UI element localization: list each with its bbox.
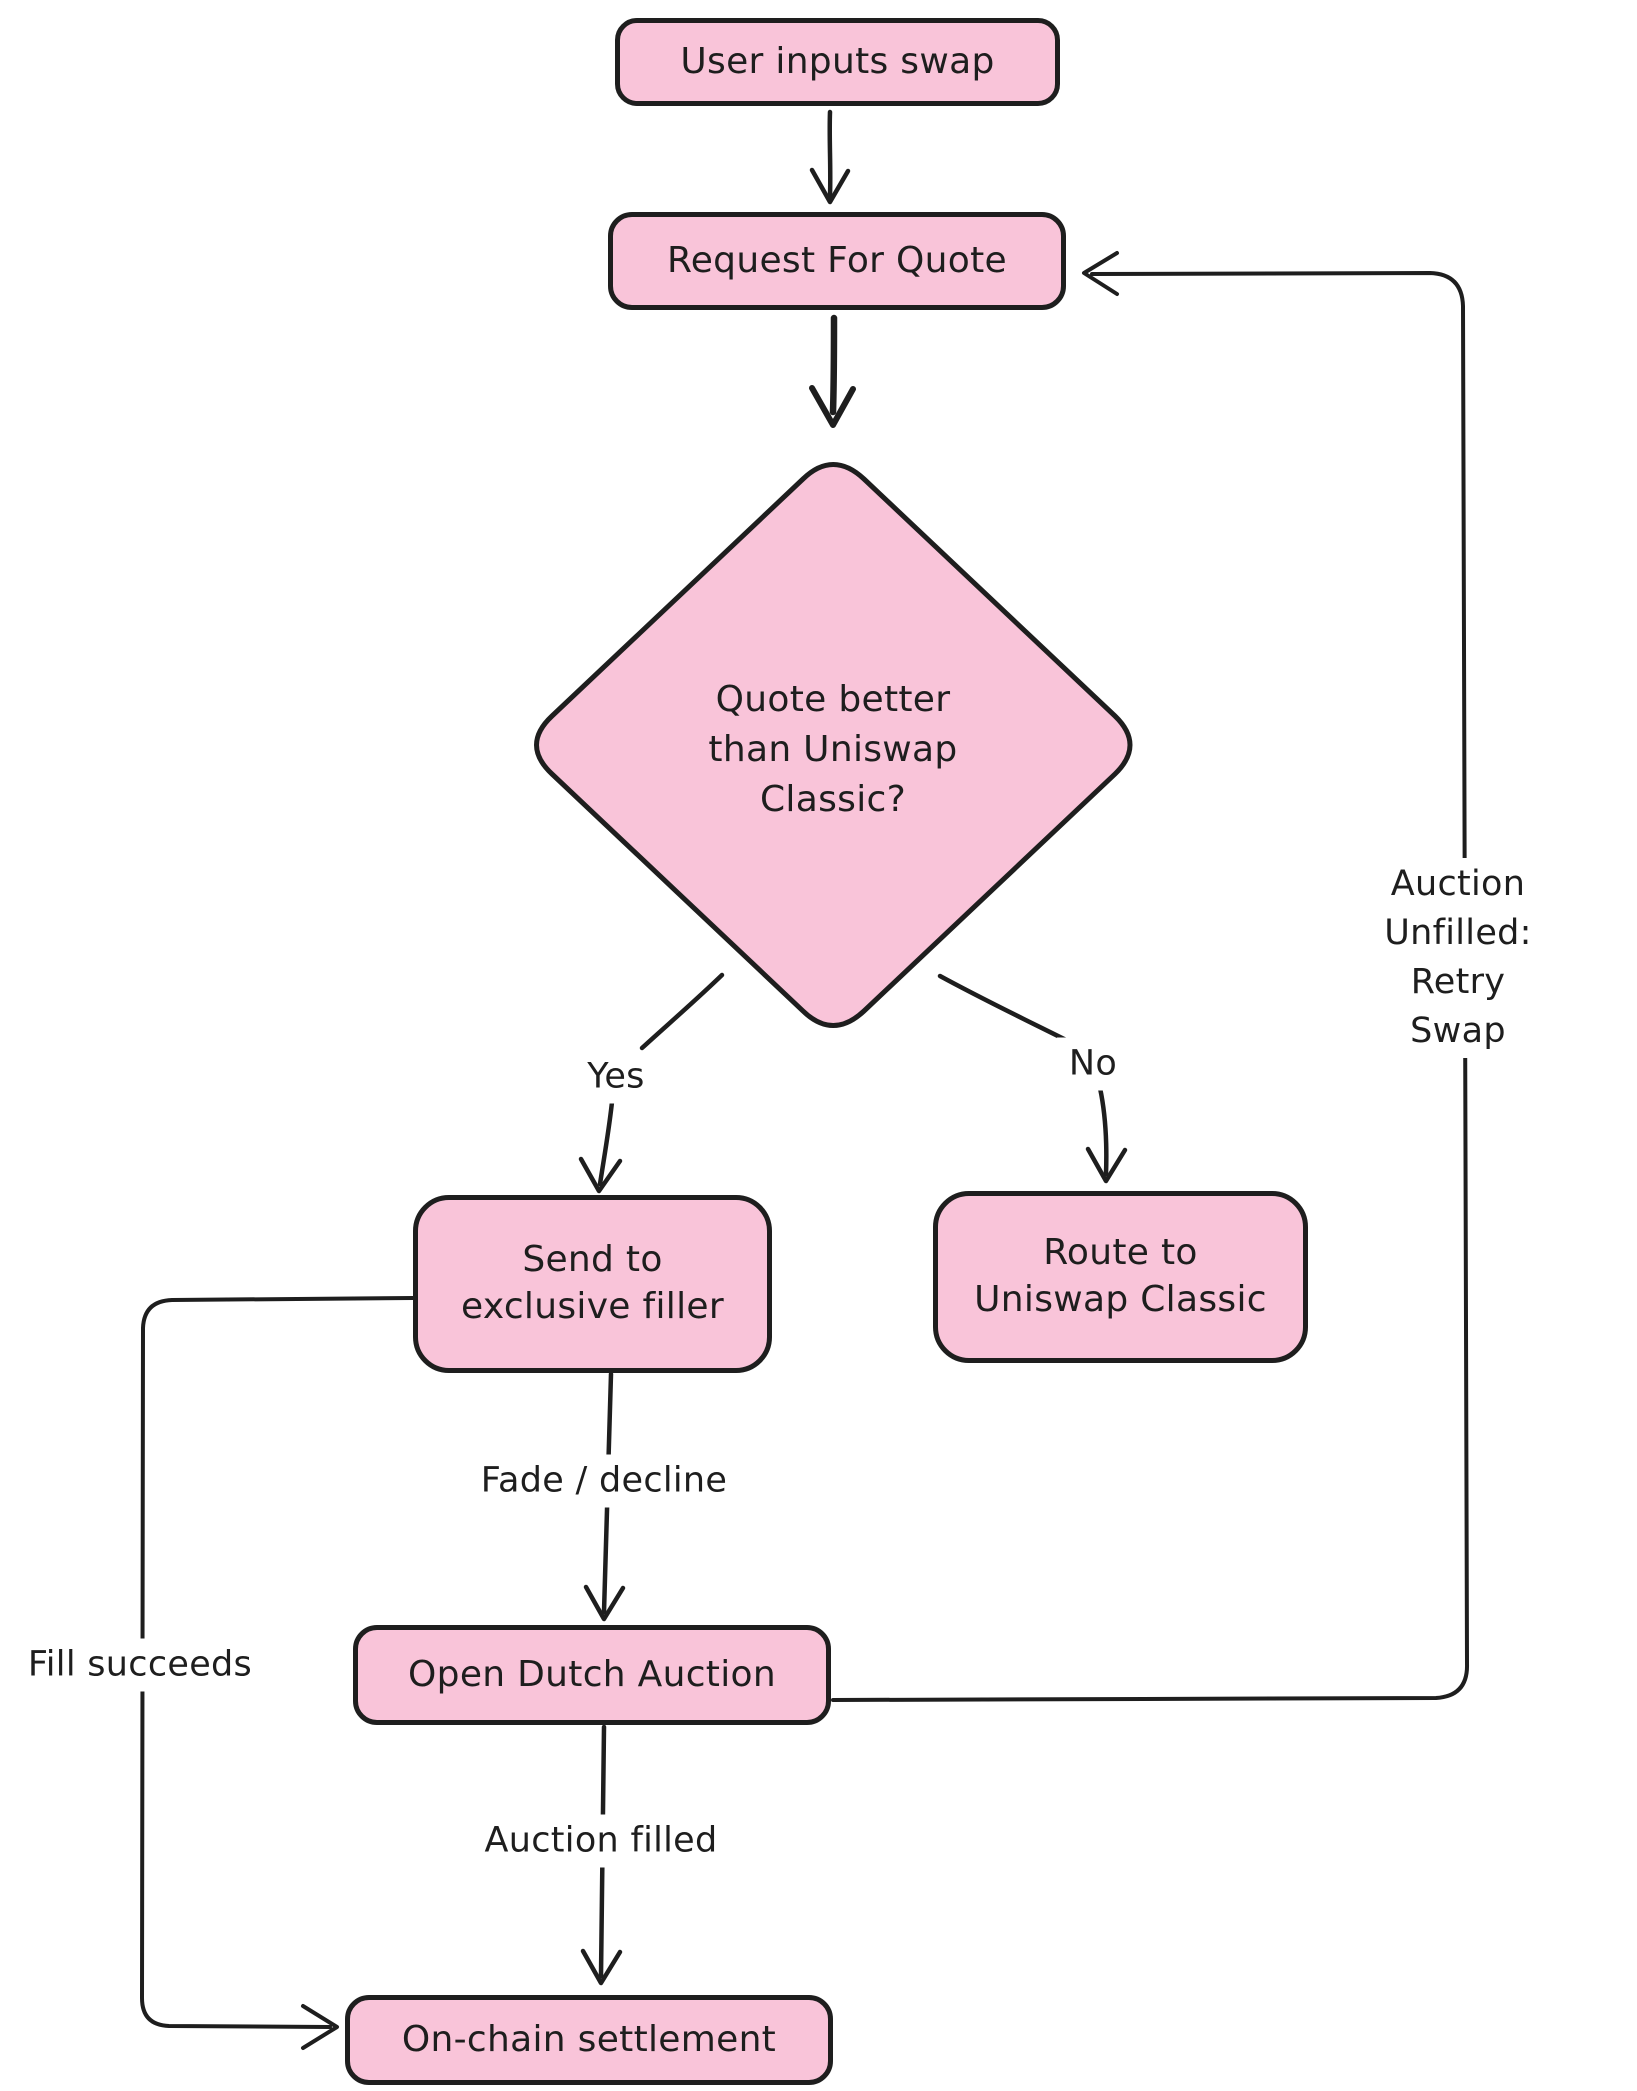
edge-label-fill-succeeds: Fill succeeds [15,1638,265,1692]
node-quote-better-decision: Quote better than Uniswap Classic? [708,679,958,820]
edge-yes-diagonal [639,972,725,1051]
arrow-filler-to-auction-arrowhead [583,1584,626,1622]
node-request-for-quote: Request For Quote [608,212,1066,310]
arrow-user-to-rfq [827,109,833,199]
arrow-rfq-to-decision [829,314,838,416]
node-on-chain-settlement: On-chain settlement [345,1995,833,2085]
node-user-inputs-swap: User inputs swap [615,18,1060,106]
edge-label-auction-filled: Auction filled [472,1814,730,1868]
arrow-no-to-classic [1097,1085,1109,1177]
edge-label-yes: Yes [575,1050,657,1104]
node-route-to-uniswap-classic: Route to Uniswap Classic [933,1191,1308,1363]
edge-fill-succeeds-loop-arrowhead [301,2004,339,2050]
decision-diamond-shape [534,462,1133,1028]
edge-label-fade-decline: Fade / decline [468,1454,740,1508]
arrow-rfq-to-decision-arrowhead [809,385,856,428]
arrow-user-to-rfq-arrowhead [809,167,851,205]
arrow-no-to-classic-arrowhead [1085,1146,1128,1184]
edge-retry-loop-arrowhead [1082,251,1119,296]
node-open-dutch-auction: Open Dutch Auction [353,1625,831,1725]
edge-label-no: No [1056,1037,1130,1091]
arrow-yes-to-filler-arrowhead [578,1156,623,1194]
edge-no-diagonal [937,973,1071,1044]
node-send-to-exclusive-filler: Send to exclusive filler [413,1195,772,1373]
edge-label-auction-unfilled-retry: Auction Unfilled: Retry Swap [1368,858,1548,1058]
arrow-yes-to-filler [597,1099,615,1187]
arrow-auction-to-settlement-arrowhead [580,1948,623,1986]
